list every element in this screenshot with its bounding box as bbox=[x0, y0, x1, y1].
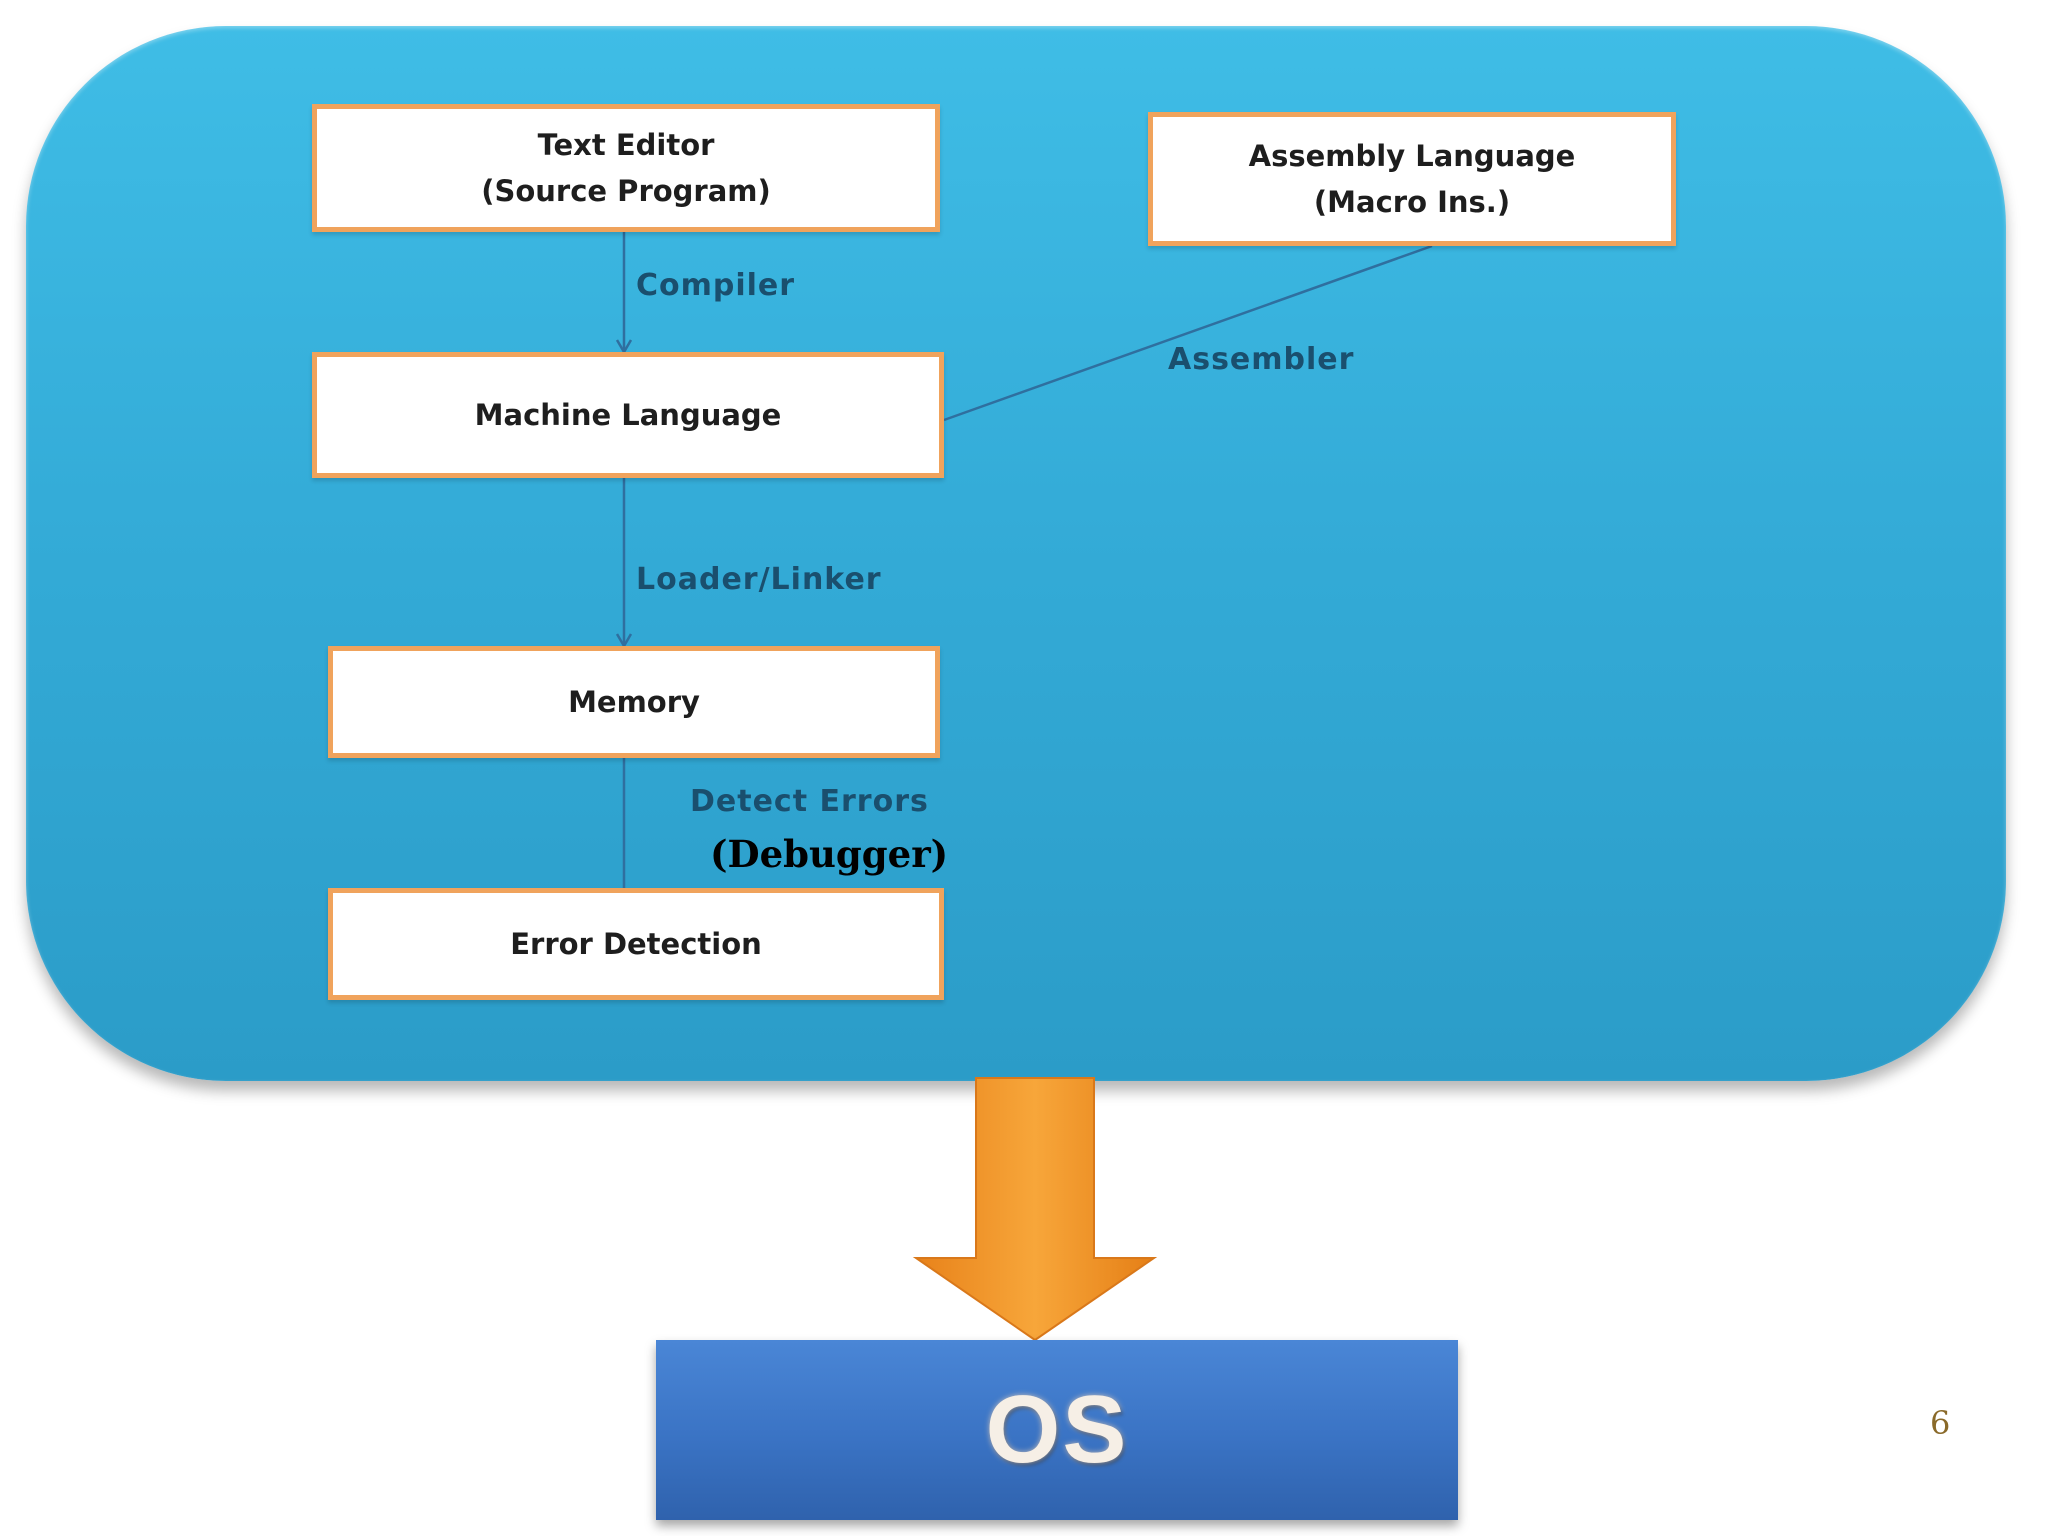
text-editor-box: Text Editor (Source Program) bbox=[312, 104, 940, 232]
os-box: OS bbox=[656, 1340, 1458, 1520]
memory-title: Memory bbox=[568, 685, 700, 719]
text-editor-subtitle: (Source Program) bbox=[481, 174, 771, 208]
compiler-label: Compiler bbox=[636, 268, 796, 303]
error-detection-title: Error Detection bbox=[510, 927, 762, 961]
page-number: 6 bbox=[1930, 1404, 1951, 1442]
assembly-language-title: Assembly Language bbox=[1248, 139, 1576, 173]
machine-language-box: Machine Language bbox=[312, 352, 944, 478]
os-label: OS bbox=[985, 1376, 1129, 1483]
os-down-arrow bbox=[912, 1077, 1158, 1342]
detect-errors-label: Detect Errors bbox=[690, 784, 929, 819]
loader-linker-label: Loader/Linker bbox=[636, 562, 882, 597]
assembly-language-box: Assembly Language (Macro Ins.) bbox=[1148, 112, 1676, 246]
debugger-label: (Debugger) bbox=[710, 832, 949, 876]
error-detection-box: Error Detection bbox=[328, 888, 944, 1000]
assembler-label: Assembler bbox=[1168, 342, 1355, 377]
machine-language-title: Machine Language bbox=[474, 398, 782, 432]
memory-box: Memory bbox=[328, 646, 940, 758]
text-editor-title: Text Editor bbox=[537, 128, 715, 162]
assembly-language-subtitle: (Macro Ins.) bbox=[1313, 185, 1511, 219]
